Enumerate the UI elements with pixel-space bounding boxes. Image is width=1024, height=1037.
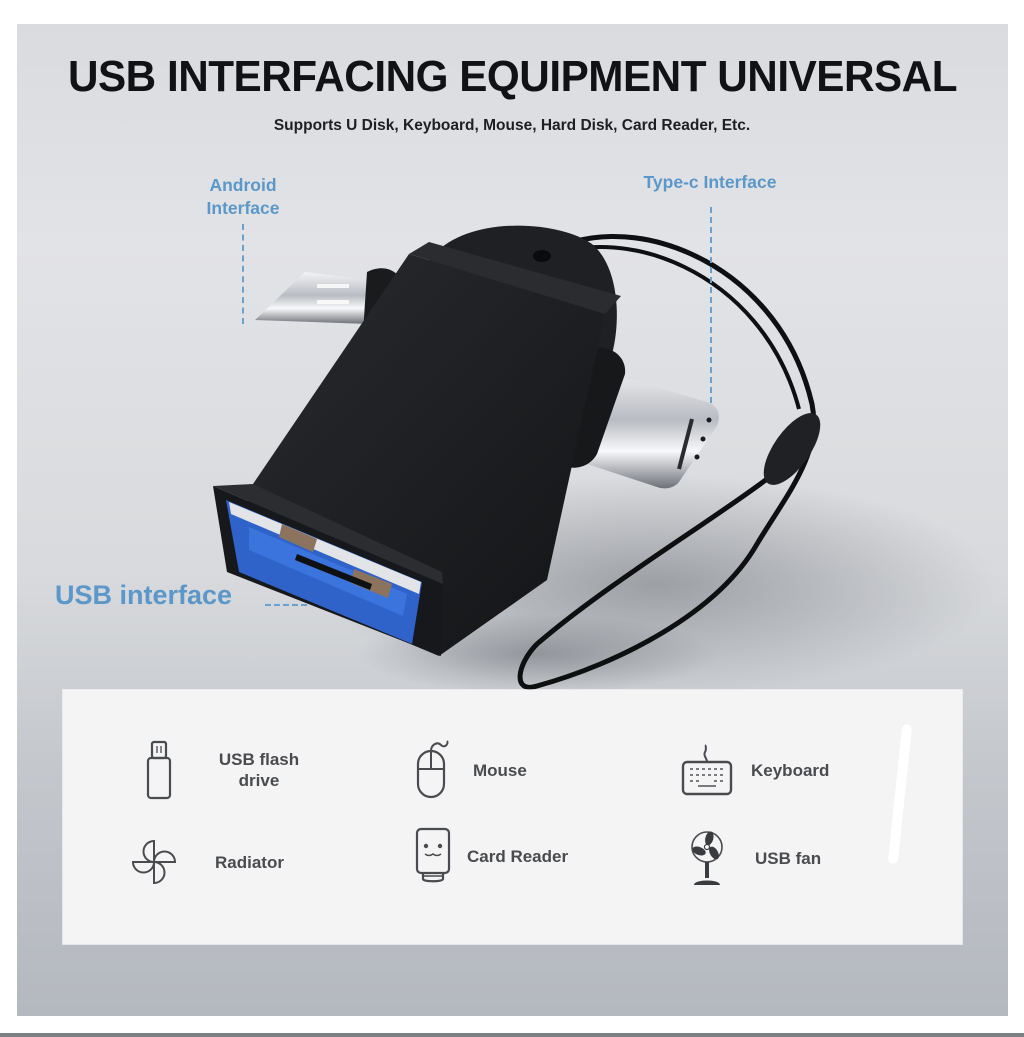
callout-typec-interface: Type-c Interface: [643, 172, 777, 192]
feature-keyboard: Keyboard: [681, 738, 829, 802]
feature-label: USB flash drive: [218, 750, 300, 790]
callout-usb-interface: USB interface: [55, 580, 233, 610]
fan-blade-icon: [131, 830, 177, 894]
feature-usb-fan: USB fan: [687, 826, 821, 890]
feature-label: Radiator: [215, 852, 284, 872]
otg-adapter-illustration: [213, 225, 997, 694]
feature-label: Card Reader: [467, 846, 569, 866]
card-reader-icon: [413, 824, 453, 888]
callout-usb-line: [265, 604, 307, 606]
feature-label: USB fan: [755, 848, 822, 868]
mouse-icon: [413, 738, 453, 802]
subtitle: Supports U Disk, Keyboard, Mouse, Hard D…: [273, 117, 751, 134]
glare-highlight: [887, 723, 913, 865]
feature-radiator: Radiator: [131, 830, 284, 894]
callout-android-interface: Android Interface: [206, 175, 280, 218]
feature-label: Mouse: [473, 760, 527, 780]
feature-usb-flash-drive: USB flash drive: [139, 738, 305, 802]
feature-label: Keyboard: [751, 760, 830, 780]
feature-mouse: Mouse: [413, 738, 527, 802]
bottom-divider: [0, 1033, 1024, 1037]
feature-card-reader: Card Reader: [413, 824, 568, 888]
callout-typec-line: [710, 207, 712, 403]
desk-fan-icon: [687, 826, 727, 890]
usb-flash-drive-icon: [139, 738, 179, 802]
callout-android-line: [242, 224, 244, 324]
page-title: USB INTERFACING EQUIPMENT UNIVERSAL: [67, 52, 958, 101]
compatible-devices-panel: USB flash drive Mouse Keyboard Radiator: [63, 690, 962, 944]
keyboard-icon: [681, 738, 733, 802]
product-card: USB INTERFACING EQUIPMENT UNIVERSAL Supp…: [17, 24, 1008, 1016]
